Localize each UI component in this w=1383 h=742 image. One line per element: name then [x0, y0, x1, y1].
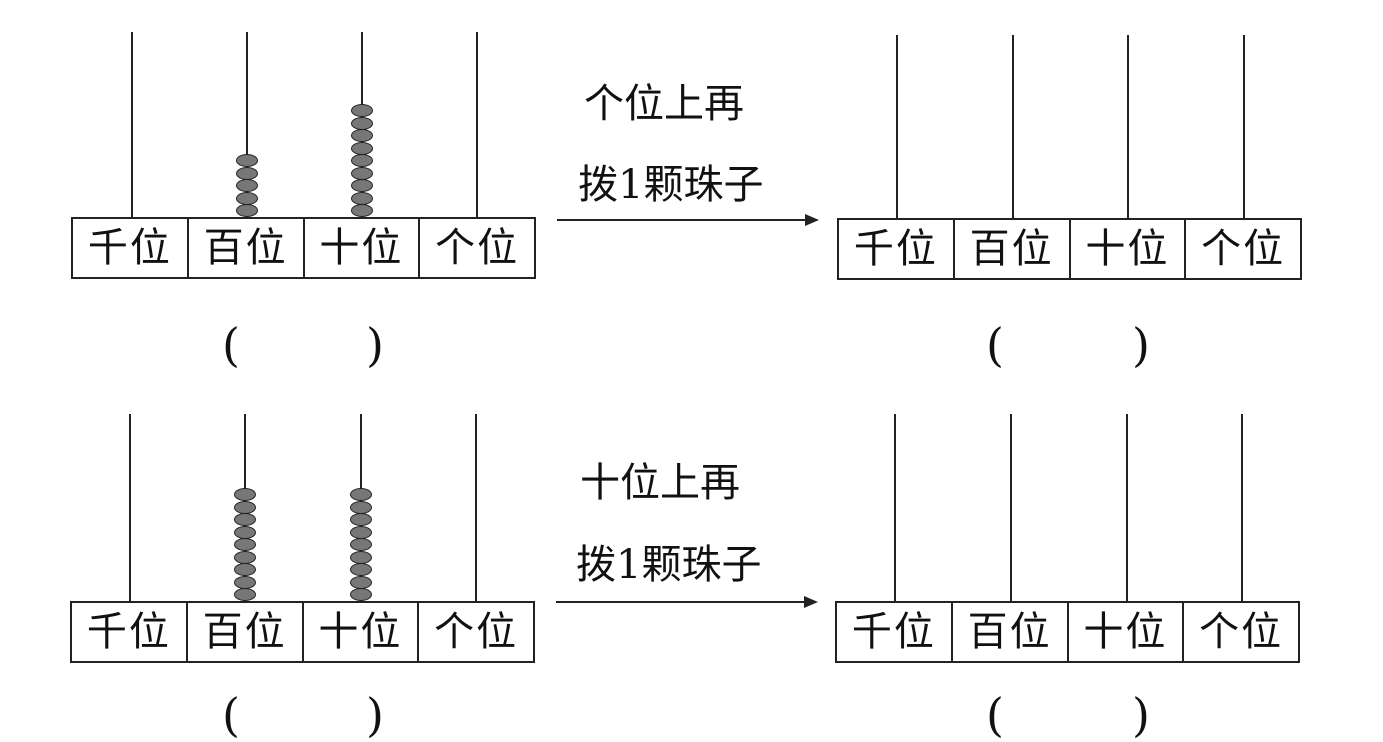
- result-blank-close-2: ): [1132, 688, 1150, 742]
- result-label-thousands: 千位: [851, 609, 936, 655]
- result-label-hundreds: 百位: [952, 220, 1069, 278]
- place-value-labels-2: 千位 百位 十位 个位: [70, 601, 535, 663]
- rod-thousands: [131, 32, 133, 218]
- abacus-bead: [234, 500, 256, 514]
- abacus-bead: [350, 513, 372, 526]
- rod-hundreds: [246, 32, 248, 218]
- label-ones: 个位: [418, 219, 534, 277]
- result-blank-open-1: (: [986, 318, 1004, 372]
- abacus-bead: [236, 191, 258, 205]
- abacus-bead: [351, 179, 373, 192]
- label-thousands: 千位: [87, 225, 172, 271]
- abacus-bead: [350, 550, 372, 564]
- result-label-tens: 十位: [1066, 603, 1183, 661]
- abacus-bead: [351, 129, 373, 142]
- abacus-bead: [351, 154, 373, 167]
- abacus-bead: [350, 588, 372, 601]
- result-label-hundreds: 百位: [950, 603, 1067, 661]
- instruction-2-line-2: 拨1颗珠子: [576, 542, 762, 588]
- result-place-value-labels-1: 千位 百位 十位 个位: [837, 218, 1302, 280]
- result-label-tens: 十位: [1068, 220, 1185, 278]
- result-blank-open-2: (: [986, 688, 1004, 742]
- label-tens: 十位: [302, 219, 419, 277]
- label-tens: 十位: [301, 603, 418, 661]
- result-rod-thousands: [896, 35, 898, 218]
- abacus-bead: [350, 500, 372, 514]
- abacus-bead: [351, 104, 373, 117]
- answer-blank-open-1: (: [222, 318, 240, 372]
- abacus-bead: [350, 525, 372, 539]
- arrow-2: [556, 596, 818, 608]
- label-thousands: 千位: [86, 609, 171, 655]
- abacus-bead: [351, 141, 373, 155]
- result-rod-ones: [1243, 35, 1245, 218]
- abacus-bead: [351, 191, 373, 205]
- result-rod-tens: [1126, 414, 1128, 602]
- abacus-bead: [236, 179, 258, 192]
- abacus-bead: [351, 116, 373, 130]
- abacus-bead: [236, 204, 258, 217]
- abacus-bead: [234, 550, 256, 564]
- label-ones: 个位: [417, 603, 533, 661]
- rod-ones: [476, 32, 478, 218]
- result-abacus-2: [820, 0, 1320, 709]
- result-rod-thousands: [894, 414, 896, 602]
- abacus-bead: [234, 588, 256, 601]
- result-rod-tens: [1127, 35, 1129, 218]
- result-rod-hundreds: [1010, 414, 1012, 602]
- result-label-thousands: 千位: [853, 226, 938, 272]
- result-label-ones: 个位: [1184, 220, 1300, 278]
- arrow-1: [557, 214, 819, 226]
- abacus-2: [0, 0, 560, 709]
- abacus-bead: [234, 488, 256, 501]
- result-abacus-1: [820, 0, 1320, 300]
- abacus-bead: [234, 575, 256, 589]
- abacus-bead: [236, 166, 258, 180]
- abacus-bead: [351, 204, 373, 217]
- abacus-bead: [350, 538, 372, 551]
- rod-thousands: [129, 414, 131, 602]
- abacus-bead: [236, 154, 258, 167]
- abacus-1: [0, 0, 560, 300]
- abacus-bead: [234, 525, 256, 539]
- answer-blank-close-2: ): [366, 688, 384, 742]
- abacus-bead: [350, 563, 372, 576]
- instruction-1-line-1: 个位上再: [584, 81, 744, 127]
- result-rod-ones: [1241, 414, 1243, 602]
- label-hundreds: 百位: [185, 603, 302, 661]
- abacus-bead: [234, 513, 256, 526]
- instruction-2-line-1: 十位上再: [580, 460, 740, 506]
- place-value-labels-1: 千位 百位 十位 个位: [71, 217, 536, 279]
- result-rod-hundreds: [1012, 35, 1014, 218]
- answer-blank-close-1: ): [366, 318, 384, 372]
- abacus-bead: [351, 166, 373, 180]
- abacus-bead: [234, 538, 256, 551]
- instruction-1-line-2: 拨1颗珠子: [578, 162, 764, 208]
- result-label-ones: 个位: [1182, 603, 1298, 661]
- answer-blank-open-2: (: [222, 688, 240, 742]
- abacus-bead: [350, 575, 372, 589]
- worksheet: 千位 百位 十位 个位 ( ) 个位上再 拨1颗珠子 千位 百位 十位 个位 (…: [0, 0, 1320, 738]
- label-hundreds: 百位: [186, 219, 303, 277]
- rod-ones: [475, 414, 477, 602]
- result-place-value-labels-2: 千位 百位 十位 个位: [835, 601, 1300, 663]
- result-blank-close-1: ): [1132, 318, 1150, 372]
- abacus-bead: [234, 563, 256, 576]
- abacus-bead: [350, 488, 372, 501]
